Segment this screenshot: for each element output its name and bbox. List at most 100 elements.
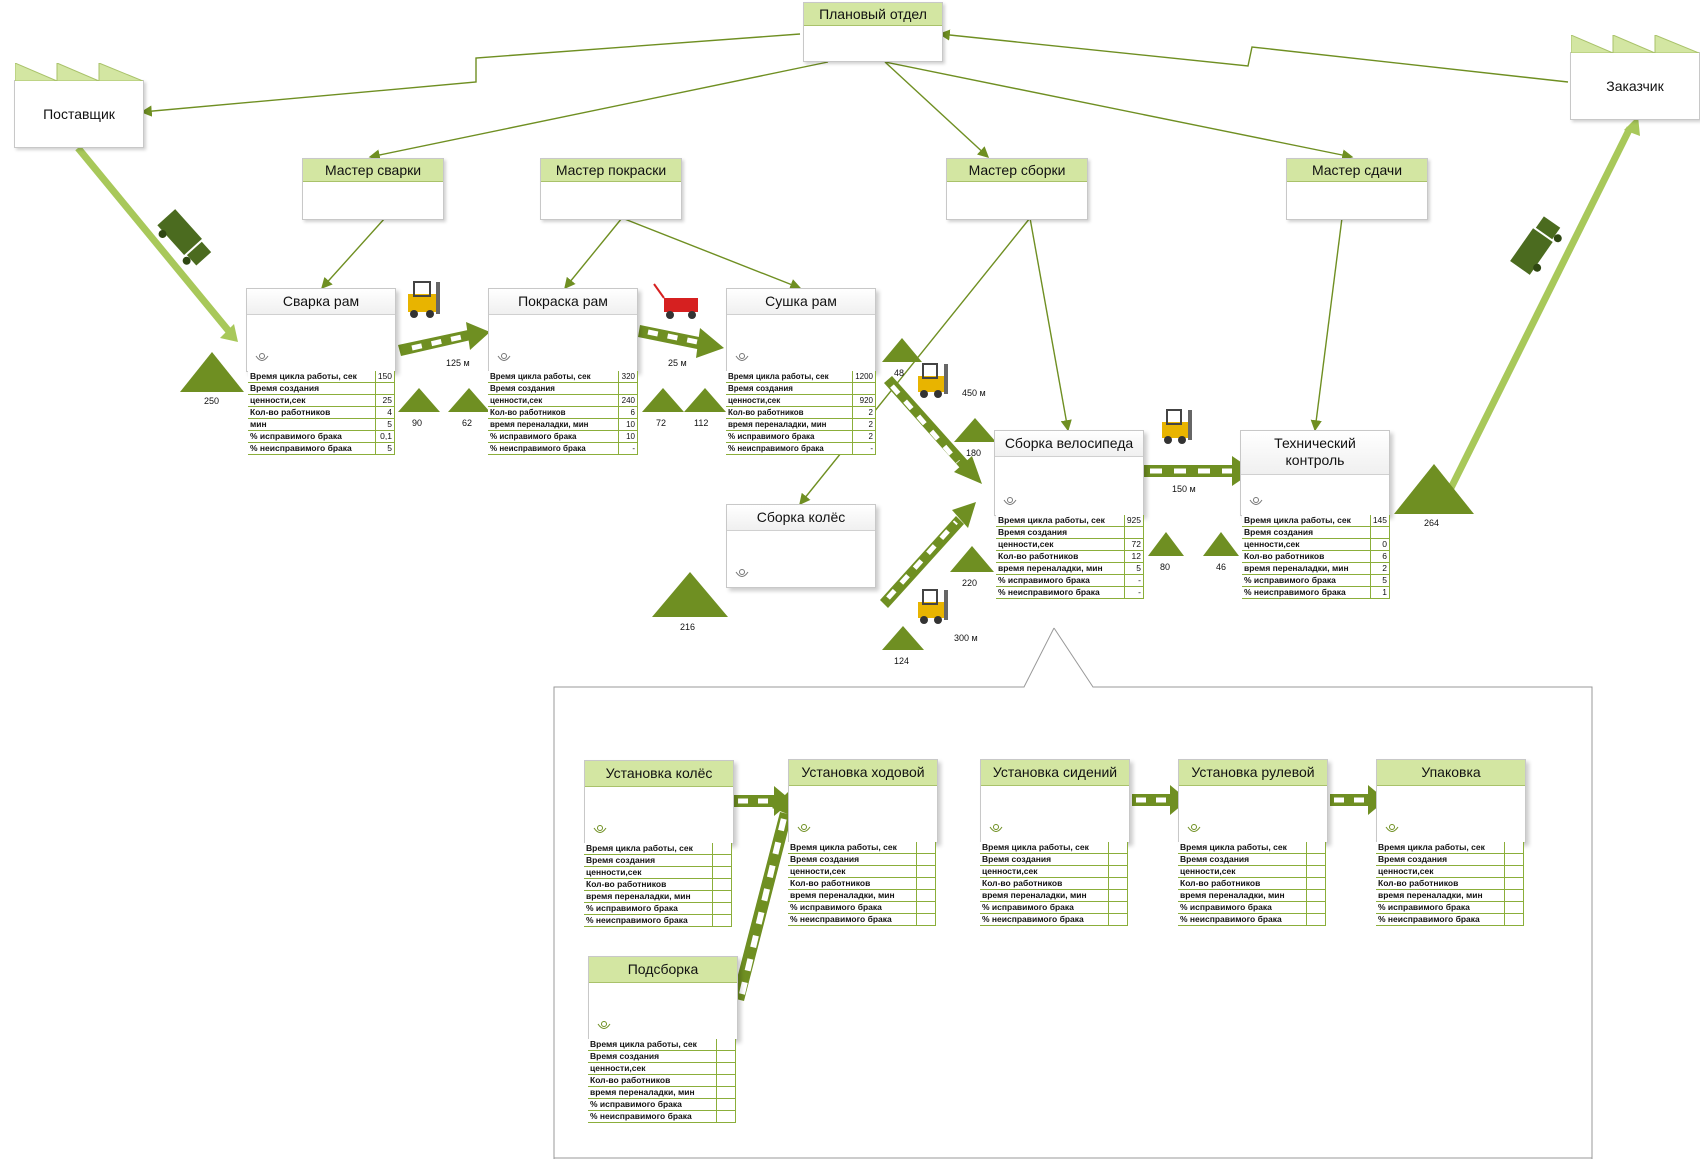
inventory-wheels-stock — [652, 572, 728, 617]
table-label: время переналадки, мин — [726, 418, 854, 431]
table-label: Кол-во работников — [1242, 550, 1371, 563]
customer-factory[interactable]: Заказчик — [1570, 35, 1700, 120]
supplier-factory[interactable]: Поставщик — [14, 63, 144, 148]
table-label: % исправимого брака — [726, 430, 854, 443]
info-line-paint-master-paint — [564, 217, 623, 290]
planning-department[interactable]: Плановый отдел — [803, 2, 943, 62]
push-arrow-weld-paint — [398, 322, 490, 356]
process-control[interactable]: Технический контроль — [1240, 430, 1390, 516]
table-value: 5 — [1124, 562, 1145, 575]
inventory-after-paint-a — [642, 388, 684, 412]
table-value: 1 — [1370, 586, 1391, 599]
table-label: ценности,сек — [488, 394, 619, 407]
table-value: 2 — [852, 406, 876, 419]
master-welding[interactable]: Мастер сварки — [302, 158, 444, 220]
inventory-after-asm — [1148, 532, 1184, 556]
inventory-before-asm-top — [954, 418, 996, 442]
process-welding[interactable]: Сварка рам — [246, 288, 396, 372]
distance-label: 300 м — [954, 633, 978, 643]
table-label: % исправимого брака — [1242, 574, 1371, 587]
process-title-line2: контроль — [1285, 452, 1345, 468]
process-drying[interactable]: Сушка рам — [726, 288, 876, 372]
planning-department-title: Плановый отдел — [804, 3, 942, 26]
info-line-planning-ctrl-master — [884, 61, 1354, 161]
operator-icon — [735, 353, 749, 361]
truck-icon — [157, 209, 212, 266]
supplier-title: Поставщик — [43, 106, 115, 122]
table-value: 0 — [1370, 538, 1391, 551]
master-painting[interactable]: Мастер покраски — [540, 158, 682, 220]
master-assembly[interactable]: Мастер сборки — [946, 158, 1088, 220]
inventory-count: 62 — [462, 418, 473, 428]
subprocess-steering-install[interactable]: Установка рулевой — [1178, 759, 1328, 843]
process-title: Установка ходовой — [789, 760, 937, 786]
table-label: время переналадки, мин — [488, 418, 619, 431]
table-value: 25 — [375, 394, 396, 407]
table-label: ценности,сек — [1242, 538, 1371, 551]
table-label: Время создания — [996, 526, 1125, 539]
distance-label: 125 м — [446, 358, 470, 368]
inventory-after-weld-b — [448, 388, 490, 412]
table-label: Время цикла работы, сек — [1242, 515, 1371, 527]
inventory-after-paint-b — [684, 388, 726, 412]
data-table-sub: Время цикла работы, сек Время создания ц… — [980, 842, 1128, 926]
subprocess-packaging[interactable]: Упаковка — [1376, 759, 1526, 843]
inventory-count: 112 — [694, 418, 709, 428]
subprocess-seats-install[interactable]: Установка сидений — [980, 759, 1130, 843]
operator-icon — [1187, 824, 1201, 832]
inventory-count: 250 — [204, 396, 220, 406]
table-label: ценности,сек — [726, 394, 854, 407]
info-line-planning-weld-master — [368, 61, 829, 161]
table-label: Время создания — [726, 382, 854, 395]
table-label: ценности,сек — [996, 538, 1125, 551]
forklift-icon — [918, 589, 948, 624]
table-value: 0,1 — [375, 430, 396, 443]
table-label: Кол-во работников — [488, 406, 619, 419]
table-value: 150 — [375, 371, 396, 383]
data-table-sub: Время цикла работы, сек Время создания ц… — [1376, 842, 1524, 926]
process-painting[interactable]: Покраска рам — [488, 288, 638, 372]
table-value: - — [1124, 574, 1145, 587]
operator-icon — [1003, 497, 1017, 505]
table-value: 920 — [852, 394, 876, 407]
table-value: 145 — [1370, 515, 1391, 527]
cart-icon — [653, 283, 698, 319]
process-title: Установка колёс — [585, 761, 733, 787]
master-title: Мастер сборки — [947, 159, 1087, 182]
info-line-paint-master-dry — [621, 217, 802, 290]
table-value: - — [1124, 586, 1145, 599]
table-label: Время цикла работы, сек — [996, 515, 1125, 527]
operator-icon — [1249, 497, 1263, 505]
table-label: % неисправимого брака — [488, 442, 619, 455]
inventory-count: 180 — [966, 448, 982, 458]
inventory-count: 216 — [680, 622, 696, 632]
table-value: - — [852, 442, 876, 455]
table-value: - — [618, 442, 638, 455]
inventory-count: 264 — [1424, 518, 1440, 528]
inventory-count: 48 — [894, 368, 905, 378]
process-wheels[interactable]: Сборка колёс — [726, 504, 876, 588]
table-label: % исправимого брака — [488, 430, 619, 443]
process-title: Упаковка — [1377, 760, 1525, 786]
master-delivery[interactable]: Мастер сдачи — [1286, 158, 1428, 220]
inventory-after-dry — [882, 338, 922, 362]
table-value: 10 — [618, 418, 638, 431]
callout-lines — [553, 627, 1593, 1159]
table-value: 2 — [852, 418, 876, 431]
forklift-icon — [1162, 409, 1192, 444]
operator-icon — [593, 825, 607, 833]
process-title: Установка сидений — [981, 760, 1129, 786]
subprocess-subassembly[interactable]: Подсборка — [588, 956, 738, 1040]
process-assembly[interactable]: Сборка велосипеда — [994, 430, 1144, 516]
inventory-count: 90 — [412, 418, 423, 428]
data-table-sub: Время цикла работы, сек Время создания ц… — [584, 843, 732, 927]
operator-icon — [255, 353, 269, 361]
table-value: 6 — [618, 406, 638, 419]
process-title: Покраска рам — [489, 289, 637, 315]
info-line-planning-asm-master — [884, 61, 990, 158]
subprocess-chassis-install[interactable]: Установка ходовой — [788, 759, 938, 843]
table-label: % неисправимого брака — [248, 442, 376, 455]
subprocess-wheels-install[interactable]: Установка колёс — [584, 760, 734, 844]
table-value: 5 — [375, 442, 396, 455]
operator-icon — [989, 824, 1003, 832]
